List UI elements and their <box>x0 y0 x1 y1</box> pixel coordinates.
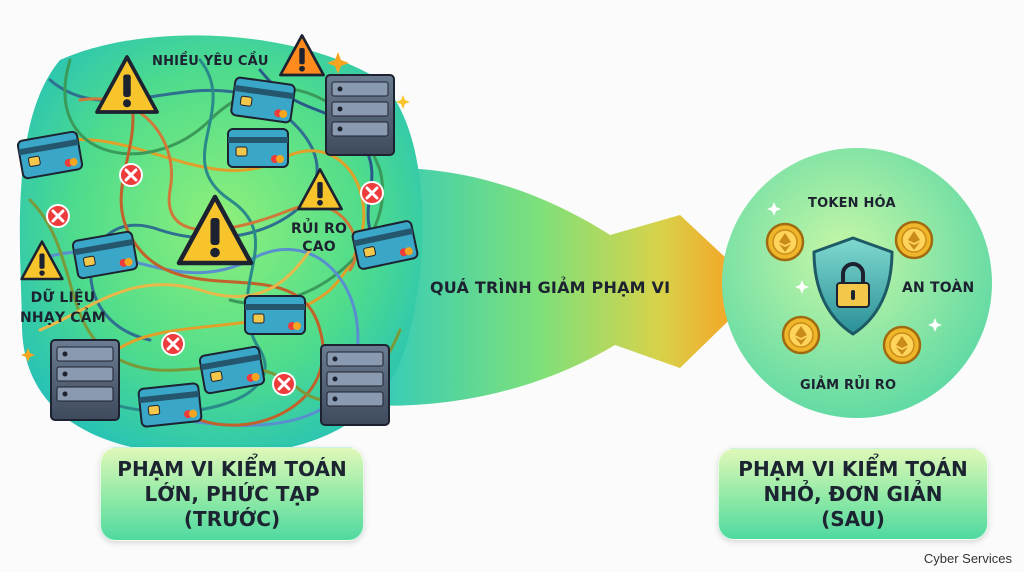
coin-icon <box>765 222 805 262</box>
error-icon <box>118 162 144 188</box>
label-secure: AN TOÀN <box>902 280 975 296</box>
label-reduce-risk: GIẢM RỦI RO <box>800 378 897 393</box>
sparkle-icon <box>327 52 349 74</box>
flow-band <box>360 168 760 406</box>
credit-card-icon <box>229 76 297 124</box>
error-icon <box>160 331 186 357</box>
label-high-risk: RỦI RO CAO <box>291 220 347 256</box>
shield-lock-icon <box>812 236 894 336</box>
sparkle-icon <box>21 348 35 362</box>
label-high-risk-line1: RỦI RO <box>291 221 348 237</box>
label-tokenize: TOKEN HÓA <box>808 196 896 211</box>
server-icon <box>50 339 120 421</box>
coin-icon <box>781 315 821 355</box>
server-icon <box>320 344 390 426</box>
coin-icon <box>894 220 934 260</box>
panel-after-line3: (SAU) <box>821 506 885 531</box>
label-sensitive-line1: DỮ LIỆU <box>30 290 96 306</box>
label-sensitive-data: DỮ LIỆU NHẠY CẢM <box>20 288 106 328</box>
coin-icon <box>882 325 922 365</box>
credit-card-icon <box>227 128 289 168</box>
label-sensitive-line2: NHẠY CẢM <box>20 310 106 326</box>
sparkle-icon <box>928 318 942 332</box>
arrow-label: QUÁ TRÌNH GIẢM PHẠM VI <box>430 278 671 297</box>
panel-before: PHẠM VI KIỂM TOÁN LỚN, PHỨC TẠP (TRƯỚC) <box>100 447 364 541</box>
sparkle-icon <box>396 95 410 109</box>
simple-scope-cluster <box>722 148 992 418</box>
credit-card-icon <box>137 381 203 429</box>
label-high-risk-line2: CAO <box>302 239 336 255</box>
credit-card-icon <box>244 295 306 335</box>
sparkle-icon <box>767 202 781 216</box>
panel-after-line1: PHẠM VI KIỂM TOÁN <box>738 456 968 481</box>
error-icon <box>45 203 71 229</box>
label-many-requests: NHIỀU YÊU CẦU <box>152 54 269 69</box>
error-icon <box>271 371 297 397</box>
panel-before-line1: PHẠM VI KIỂM TOÁN <box>117 456 347 481</box>
panel-after-line2: NHỎ, ĐƠN GIẢN <box>763 481 943 506</box>
sparkle-icon <box>795 280 809 294</box>
footer-brand: Cyber Services <box>923 551 1012 566</box>
error-icon <box>359 180 385 206</box>
panel-before-line3: (TRƯỚC) <box>183 506 281 531</box>
panel-before-line2: LỚN, PHỨC TẠP <box>144 481 320 506</box>
panel-after: PHẠM VI KIỂM TOÁN NHỎ, ĐƠN GIẢN (SAU) <box>718 448 988 540</box>
server-icon <box>325 74 395 156</box>
complex-scope-cluster <box>16 34 423 456</box>
